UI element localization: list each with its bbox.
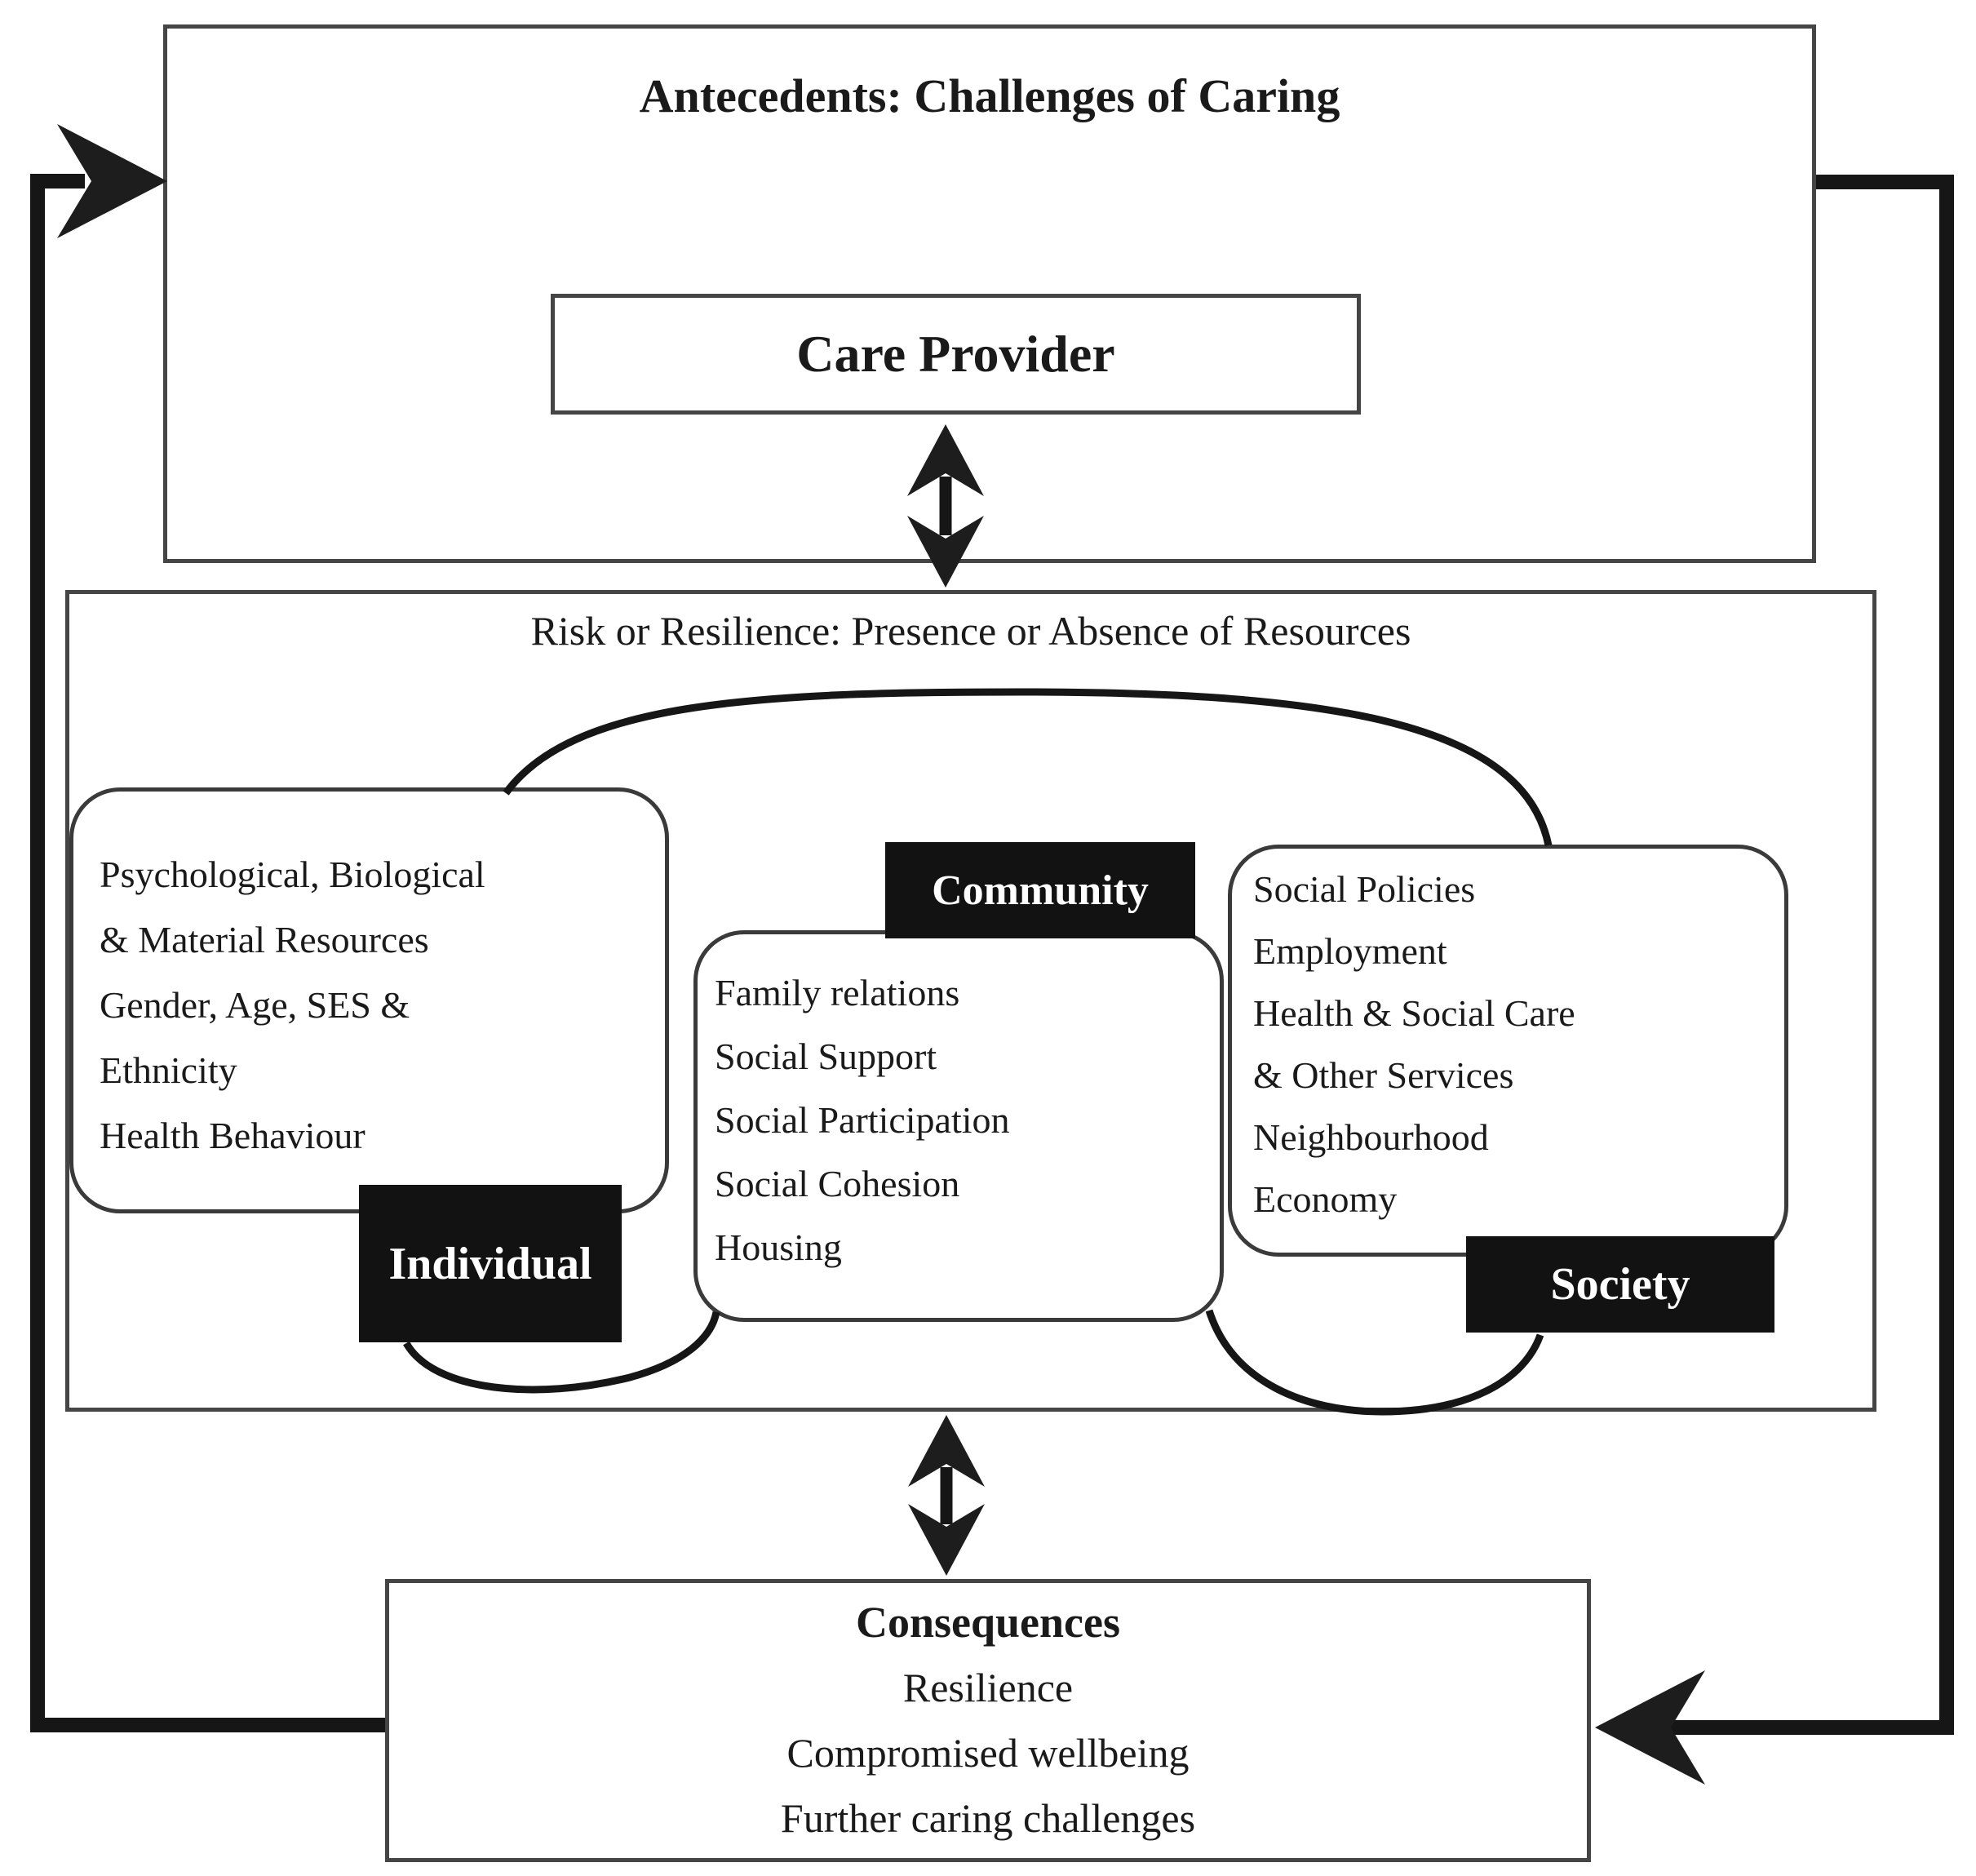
consequences-box — [385, 1579, 1591, 1862]
risk-resilience-title: Risk or Resilience: Presence or Absence … — [530, 608, 1411, 654]
list-item: Gender, Age, SES & — [100, 984, 410, 1026]
list-item: Further caring challenges — [780, 1795, 1196, 1841]
list-item: Psychological, Biological — [100, 854, 485, 895]
society-resources-list: Social Policies Employment Health & Soci… — [1253, 858, 1575, 1231]
community-resources-list: Family relations Social Support Social P… — [715, 961, 1010, 1279]
list-item: Social Policies — [1253, 868, 1476, 910]
list-item: Economy — [1253, 1178, 1398, 1220]
list-item: & Material Resources — [100, 919, 429, 960]
arrowhead-up-icon — [908, 1415, 985, 1487]
list-item: Compromised wellbeing — [786, 1730, 1190, 1776]
society-label: Society — [1466, 1236, 1774, 1333]
list-item: Employment — [1253, 930, 1447, 972]
antecedents-title: Antecedents: Challenges of Caring — [639, 69, 1340, 122]
list-item: & Other Services — [1253, 1054, 1514, 1096]
list-item: Social Participation — [715, 1099, 1010, 1141]
arrowhead-left-icon — [1595, 1670, 1705, 1785]
care-provider-box: Care Provider — [551, 294, 1361, 415]
arrowhead-down-icon — [908, 1504, 985, 1576]
list-item: Health Behaviour — [100, 1115, 366, 1156]
consequences-title: Consequences — [855, 1598, 1121, 1647]
list-item: Health & Social Care — [1253, 992, 1575, 1034]
list-item: Housing — [715, 1226, 842, 1268]
double-arrow-bottom — [908, 1415, 985, 1576]
list-item: Family relations — [715, 972, 960, 1013]
list-item: Neighbourhood — [1253, 1116, 1489, 1158]
consequences-list: Consequences Resilience Compromised well… — [385, 1590, 1591, 1851]
community-resources-box — [693, 930, 1224, 1322]
individual-label: Individual — [359, 1185, 622, 1342]
list-item: Social Cohesion — [715, 1163, 960, 1204]
list-item: Ethnicity — [100, 1049, 237, 1091]
list-item: Social Support — [715, 1036, 937, 1077]
list-item: Resilience — [902, 1665, 1074, 1710]
community-label: Community — [885, 842, 1195, 938]
arrowhead-right-icon — [57, 124, 167, 238]
individual-resources-list: Psychological, Biological & Material Res… — [100, 842, 485, 1169]
